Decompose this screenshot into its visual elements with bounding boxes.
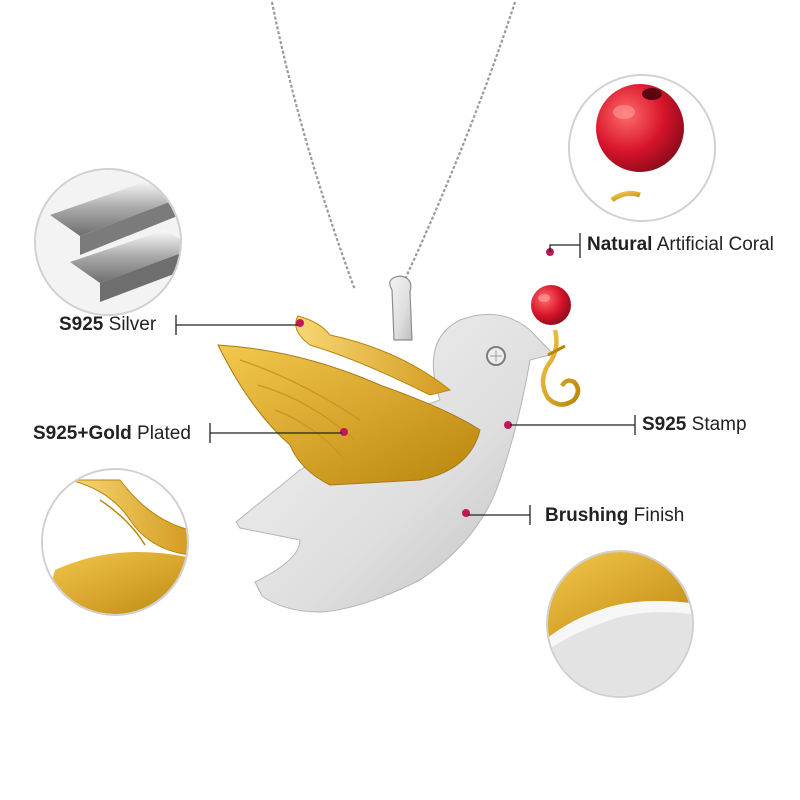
callout-silver-regular: Silver <box>108 314 157 335</box>
callout-gold-plated-regular: Plated <box>137 423 191 444</box>
detail-circle-coral <box>568 74 716 222</box>
callout-coral-bold: Natural <box>587 234 653 255</box>
bird-wing-front <box>217 344 481 486</box>
callout-coral: Natural Artificial Coral <box>587 234 774 256</box>
pendant-bail <box>389 275 413 341</box>
detail-circle-silver-bars <box>34 168 182 316</box>
detail-circle-brushing <box>546 550 694 698</box>
callout-stamp-bold: S925 <box>642 414 687 435</box>
callout-gold-plated-bold: S925+Gold <box>33 423 132 444</box>
callout-silver: S925 Silver <box>59 314 156 336</box>
callout-gold-plated: S925+Gold Plated <box>33 423 191 445</box>
detail-circle-gold-wing <box>41 468 189 616</box>
bird-wing-back <box>295 315 452 396</box>
callout-stamp-regular: Stamp <box>691 414 747 435</box>
callout-brushing-bold: Brushing <box>545 505 629 526</box>
necklace-chain <box>270 1 517 291</box>
callout-brushing-regular: Finish <box>633 505 685 526</box>
callout-coral-regular: Artificial Coral <box>656 234 774 255</box>
callout-silver-bold: S925 <box>59 314 104 335</box>
callout-stamp: S925 Stamp <box>642 414 747 436</box>
gold-spiral-stem <box>540 329 581 407</box>
callout-brushing: Brushing Finish <box>545 505 684 527</box>
callout-lines <box>175 233 636 525</box>
coral-bead <box>531 285 571 325</box>
